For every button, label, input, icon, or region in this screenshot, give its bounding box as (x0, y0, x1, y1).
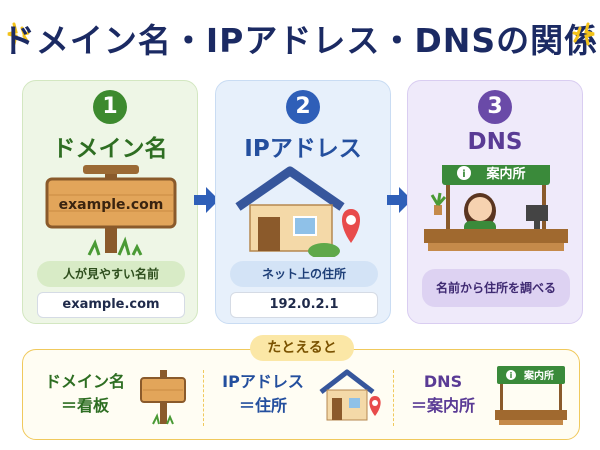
analogy-term: IPアドレス (222, 372, 304, 391)
arrow-right-icon (194, 187, 219, 213)
analogy-term: ドメイン名 (44, 372, 125, 391)
divider (393, 370, 394, 426)
analogy-domain: ドメイン名 ＝看板 (37, 370, 133, 418)
analogy-meaning: ＝案内所 (410, 396, 475, 415)
svg-text:i: i (462, 169, 465, 180)
divider (203, 370, 204, 426)
analogy-meaning: ＝看板 (60, 396, 109, 415)
house-icon (235, 166, 361, 257)
info-booth-icon: i 案内所 (424, 165, 568, 251)
ip-description: ネット上の住所 (230, 261, 378, 287)
ip-address-card: 2 IPアドレス ネット上の住所 192.0.2.1 (215, 80, 391, 324)
step-number: 2 (286, 90, 320, 124)
sparkle-icon (7, 22, 30, 46)
arrow-right-icon (387, 187, 412, 213)
svg-text:i: i (510, 371, 513, 380)
domain-description: 人が見やすい名前 (37, 261, 185, 287)
card-title: DNS (467, 129, 523, 155)
step-number: 1 (93, 90, 127, 124)
info-booth-icon: i 案内所 (495, 366, 567, 425)
domain-value: example.com (37, 292, 185, 318)
svg-text:案内所: 案内所 (485, 166, 525, 182)
analogy-label: たとえると (250, 335, 354, 361)
house-icon (319, 369, 381, 421)
ip-value: 192.0.2.1 (230, 292, 378, 318)
card-title: IPアドレス (244, 136, 362, 162)
dns-card: 3 DNS i 案内所 名前から住所を調べる (407, 80, 583, 324)
analogy-meaning: ＝住所 (238, 396, 287, 415)
svg-text:example.com: example.com (59, 197, 164, 213)
analogy-dns: DNS ＝案内所 (401, 370, 485, 418)
signboard-icon: example.com (45, 165, 177, 256)
page-title: ドメイン名・IPアドレス・DNSの関係 (1, 21, 599, 60)
analogy-ip: IPアドレス ＝住所 (209, 370, 317, 418)
card-title: ドメイン名 (52, 136, 168, 162)
analogy-panel: たとえると ドメイン名 ＝看板 IPアドレス ＝住所 DNS ＝案内所 i 案内… (22, 335, 580, 440)
sparkle-icon (572, 22, 595, 46)
step-number: 3 (478, 90, 512, 124)
signboard-icon (140, 370, 186, 425)
domain-card: 1 ドメイン名 example.com 人が見やすい名前 example.com (22, 80, 198, 324)
dns-description: 名前から住所を調べる (422, 269, 570, 307)
svg-text:案内所: 案内所 (523, 369, 554, 382)
analogy-term: DNS (423, 372, 463, 391)
